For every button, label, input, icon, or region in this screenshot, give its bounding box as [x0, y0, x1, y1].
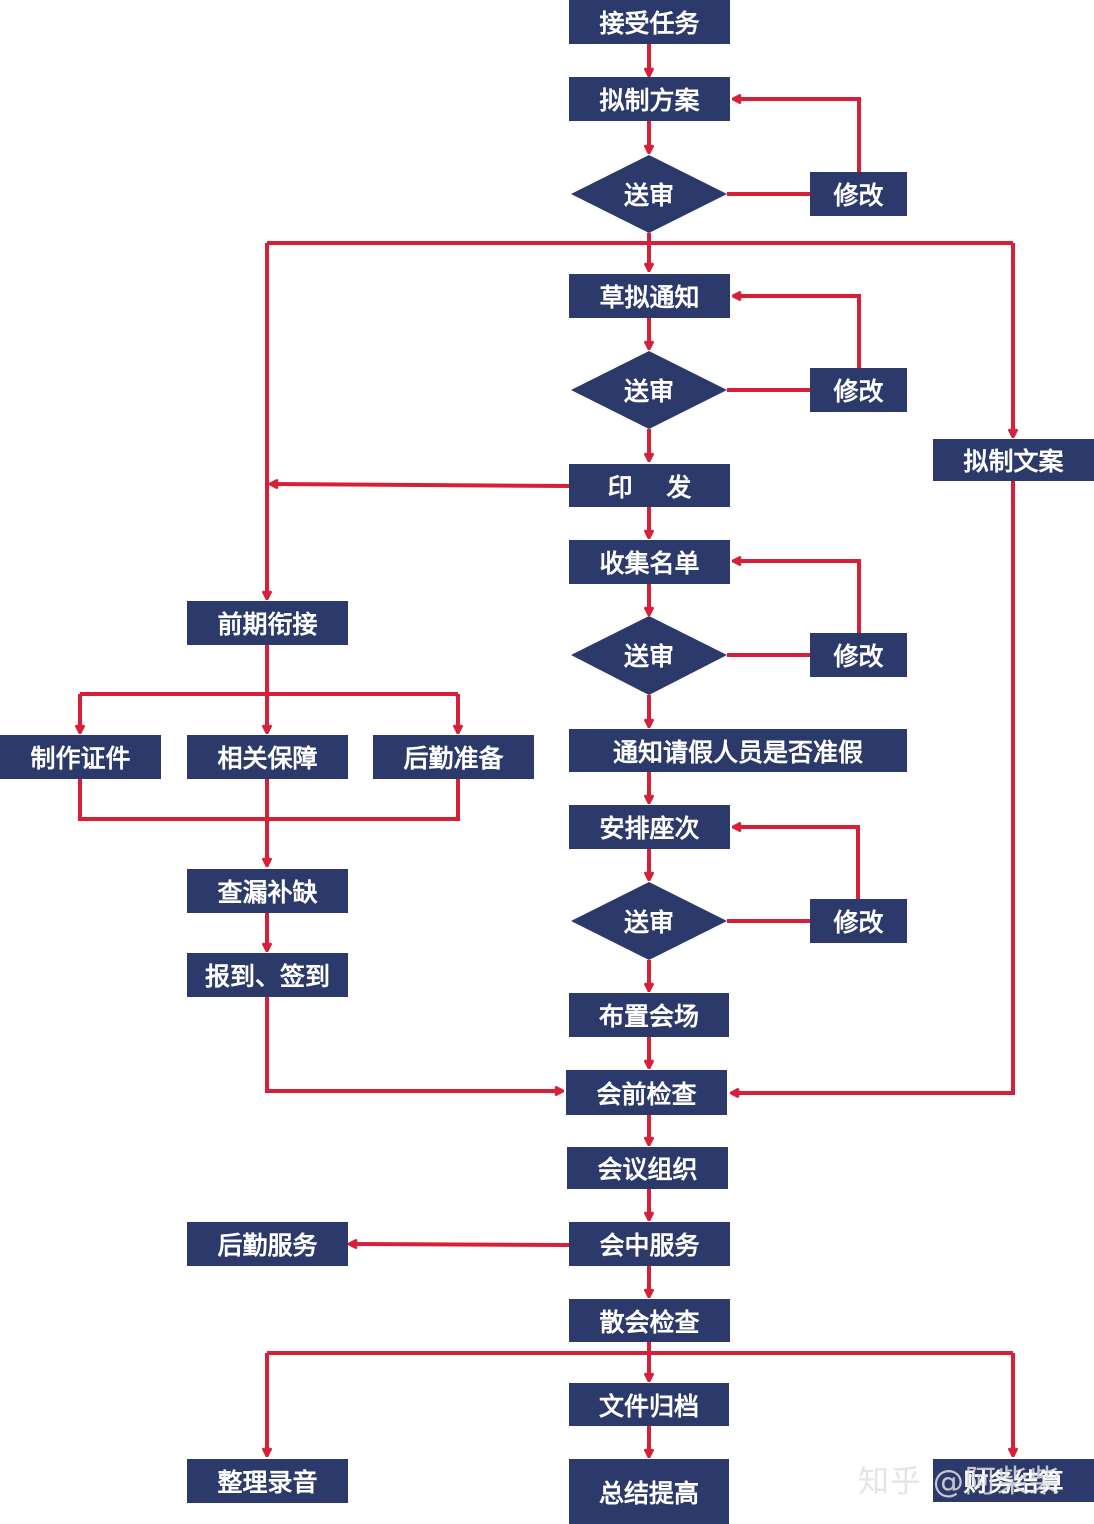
arrow-print-to-left [271, 484, 570, 486]
node-revise-1: 修改 [810, 172, 907, 216]
arrow-draft-docs-to-precheck [732, 481, 1015, 1093]
node-draft-docs: 拟制文案 [933, 439, 1094, 481]
node-check-gaps: 查漏补缺 [187, 869, 348, 913]
loop-review4 [727, 827, 860, 923]
node-logistics-service: 后勤服务 [187, 1222, 348, 1266]
node-related-support: 相关保障 [187, 735, 348, 779]
review-diamond-2 [571, 351, 727, 429]
node-draft-plan: 拟制方案 [569, 77, 730, 121]
node-organize-recording: 整理录音 [187, 1459, 348, 1503]
node-meeting-organize: 会议组织 [567, 1147, 728, 1189]
node-summary: 总结提高 [569, 1459, 729, 1524]
label-review-2: 送审 [623, 377, 674, 406]
loop-review3 [727, 561, 861, 657]
node-closing-check: 散会检查 [569, 1299, 730, 1342]
loop-review2 [727, 296, 861, 392]
node-collect-list: 收集名单 [569, 540, 730, 584]
node-archive-files: 文件归档 [569, 1383, 729, 1426]
node-notify-leave: 通知请假人员是否准假 [569, 729, 907, 772]
node-logistics-prep: 后勤准备 [373, 735, 534, 779]
node-pre-meeting-check: 会前检查 [566, 1070, 727, 1115]
node-arrange-seating: 安排座次 [569, 805, 730, 849]
label-review-1: 送审 [623, 181, 674, 210]
node-pre-liaison: 前期衔接 [187, 601, 348, 645]
node-draft-notice: 草拟通知 [569, 274, 730, 318]
fan-out-line [80, 645, 458, 696]
node-revise-3: 修改 [810, 633, 907, 677]
review-diamond-4 [571, 882, 727, 960]
arrow-service-to-logistics [350, 1244, 570, 1245]
node-revise-4: 修改 [810, 899, 907, 943]
review-diamond-3 [571, 616, 727, 695]
node-venue-layout: 布置会场 [569, 993, 729, 1037]
watermark: 知乎 @阿柴柴 [858, 1464, 1061, 1500]
node-make-id: 制作证件 [0, 735, 161, 779]
node-accept-task: 接受任务 [569, 0, 730, 44]
node-sign-in: 报到、签到 [187, 953, 348, 997]
node-revise-2: 修改 [810, 368, 907, 412]
label-review-3: 送审 [623, 642, 674, 671]
arrow-signin-to-precheck [265, 997, 562, 1091]
loop-review1 [727, 99, 861, 196]
node-print: 印 发 [569, 464, 730, 507]
node-finance-settlement: 财务结算 [933, 1459, 1094, 1502]
node-in-meeting-service: 会中服务 [569, 1222, 730, 1266]
label-review-4: 送审 [623, 908, 674, 937]
review-diamond-1 [571, 155, 727, 233]
